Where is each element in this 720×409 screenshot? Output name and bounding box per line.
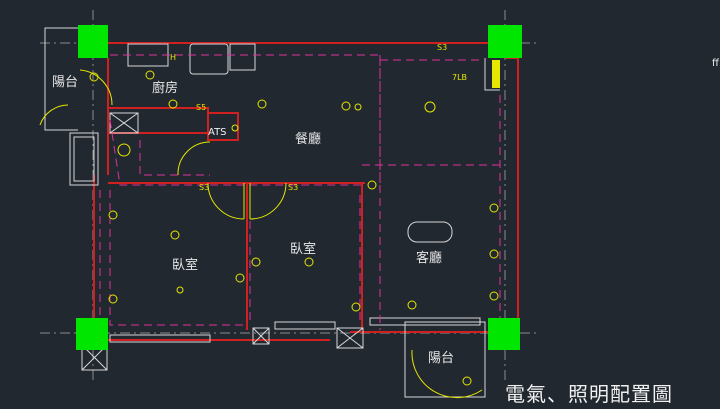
column-ne: [488, 25, 522, 58]
tag-s3-corner: S3: [437, 43, 447, 52]
column-nw: [78, 25, 108, 58]
room-label-bedroom-2: 臥室: [290, 241, 316, 257]
column-se: [488, 318, 520, 350]
column-sw: [76, 318, 108, 350]
tag-h: H: [170, 53, 176, 62]
edge-mark: ff: [712, 58, 720, 69]
tag-ats: ATS: [208, 127, 227, 138]
exterior-walls: [93, 42, 519, 341]
room-label-living: 客廳: [416, 250, 442, 266]
tag-s3-bedroom: S3: [288, 183, 298, 192]
tag-s3-door: S3: [199, 183, 209, 192]
tag-s5: S5: [196, 103, 206, 112]
drawing-title: 電氣、照明配置圖: [505, 382, 673, 406]
tag-panel: 7LB: [452, 73, 467, 82]
room-label-balcony-south: 陽台: [428, 351, 454, 366]
circuit-wiring: [99, 54, 505, 330]
door-swings: [39, 60, 500, 399]
room-label-kitchen: 廚房: [152, 80, 178, 96]
structural-columns: [76, 25, 522, 350]
room-label-balcony-west: 陽台: [52, 75, 78, 90]
light-fixtures: [89, 70, 499, 386]
room-label-bedroom-1: 臥室: [172, 257, 198, 273]
room-label-dining: 餐廳: [295, 131, 321, 147]
